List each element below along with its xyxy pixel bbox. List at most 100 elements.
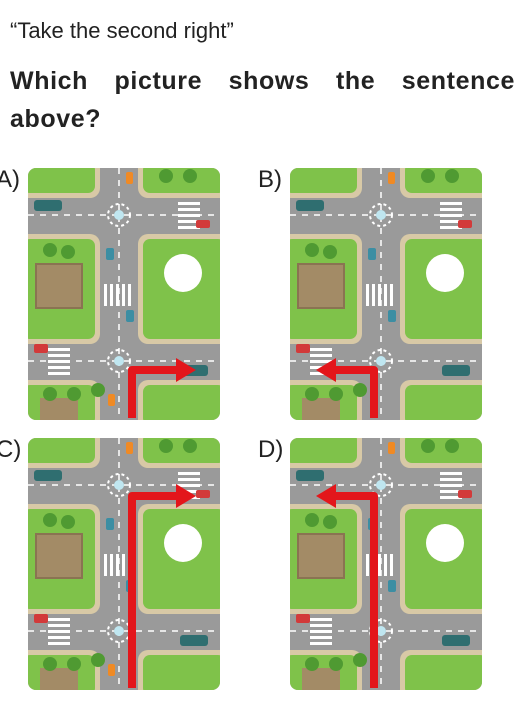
crosswalk-stripe [384, 284, 387, 306]
car [34, 470, 62, 481]
tree [91, 653, 105, 667]
car [442, 635, 470, 646]
crosswalk-stripe [116, 554, 119, 576]
tree [305, 387, 319, 401]
tree [43, 387, 57, 401]
park-fountain [426, 254, 464, 292]
tree [305, 243, 319, 257]
car [34, 614, 48, 623]
car [34, 344, 48, 353]
option-a[interactable]: A) [0, 166, 250, 428]
map-picture-d [290, 438, 482, 690]
grass-block [143, 168, 220, 193]
crosswalk-stripe [310, 636, 332, 639]
crosswalk-stripe [178, 478, 200, 481]
tree [329, 387, 343, 401]
tree [91, 383, 105, 397]
arrow-head [316, 358, 336, 382]
roundabout [369, 349, 393, 373]
tree [43, 657, 57, 671]
option-label: B) [258, 166, 282, 193]
option-b[interactable]: B) [258, 166, 512, 428]
car [458, 220, 472, 228]
tree [329, 657, 343, 671]
roundabout-center [376, 480, 386, 490]
car [34, 200, 62, 211]
grass-block [28, 438, 95, 463]
crosswalk-stripe [178, 472, 200, 475]
crosswalk-stripe [122, 284, 125, 306]
tree [445, 169, 459, 183]
roundabout [369, 203, 393, 227]
building-roof [297, 533, 345, 579]
crosswalk-stripe [310, 348, 332, 351]
route-arrow [128, 366, 178, 418]
road-map-illustration [28, 168, 220, 420]
car [458, 490, 472, 498]
car [108, 664, 115, 676]
crosswalk-stripe [310, 360, 332, 363]
crosswalk-stripe [110, 554, 113, 576]
car [388, 580, 396, 592]
tree [305, 657, 319, 671]
crosswalk-stripe [384, 554, 387, 576]
tree [445, 439, 459, 453]
road-map-illustration [290, 438, 482, 690]
building-roof [35, 263, 83, 309]
option-d[interactable]: D) [258, 436, 512, 698]
crosswalk-stripe [48, 642, 70, 645]
tree [421, 439, 435, 453]
crosswalk-stripe [440, 484, 462, 487]
roundabout-center [114, 356, 124, 366]
crosswalk-stripe [178, 490, 200, 493]
crosswalk-stripe [366, 554, 369, 576]
car [196, 220, 210, 228]
car [442, 365, 470, 376]
building-roof [40, 668, 78, 690]
grass-block [143, 438, 220, 463]
roundabout-center [114, 480, 124, 490]
tree [159, 439, 173, 453]
car [126, 172, 133, 184]
building-roof [297, 263, 345, 309]
roundabout-center [114, 626, 124, 636]
crosswalk-stripe [390, 554, 393, 576]
tree [323, 245, 337, 259]
crosswalk-stripe [440, 478, 462, 481]
car [106, 248, 114, 260]
car [388, 442, 395, 454]
grass-block [290, 168, 357, 193]
crosswalk-stripe [310, 624, 332, 627]
question-text: Which picture shows the sentence above? [10, 67, 515, 133]
tree [67, 387, 81, 401]
car [126, 442, 133, 454]
grass-block [28, 168, 95, 193]
car [388, 172, 395, 184]
tree [61, 245, 75, 259]
park-fountain [164, 524, 202, 562]
crosswalk-stripe [178, 226, 200, 229]
road-map-illustration [28, 438, 220, 690]
arrow-head [176, 484, 196, 508]
crosswalk-stripe [310, 630, 332, 633]
crosswalk-stripe [48, 630, 70, 633]
crosswalk-stripe [104, 284, 107, 306]
crosswalk-stripe [440, 208, 462, 211]
crosswalk-stripe [310, 372, 332, 375]
roundabout-center [376, 356, 386, 366]
car [180, 635, 208, 646]
crosswalk-stripe [310, 354, 332, 357]
car [296, 470, 324, 481]
crosswalk-stripe [104, 554, 107, 576]
tree [159, 169, 173, 183]
crosswalk-stripe [440, 226, 462, 229]
option-label: C) [0, 436, 22, 463]
grass-block [405, 438, 482, 463]
crosswalk-stripe [440, 202, 462, 205]
option-c[interactable]: C) [0, 436, 250, 698]
tree [61, 515, 75, 529]
roundabout [107, 203, 131, 227]
crosswalk-stripe [178, 214, 200, 217]
crosswalk-stripe [116, 284, 119, 306]
option-label: D) [258, 436, 284, 463]
